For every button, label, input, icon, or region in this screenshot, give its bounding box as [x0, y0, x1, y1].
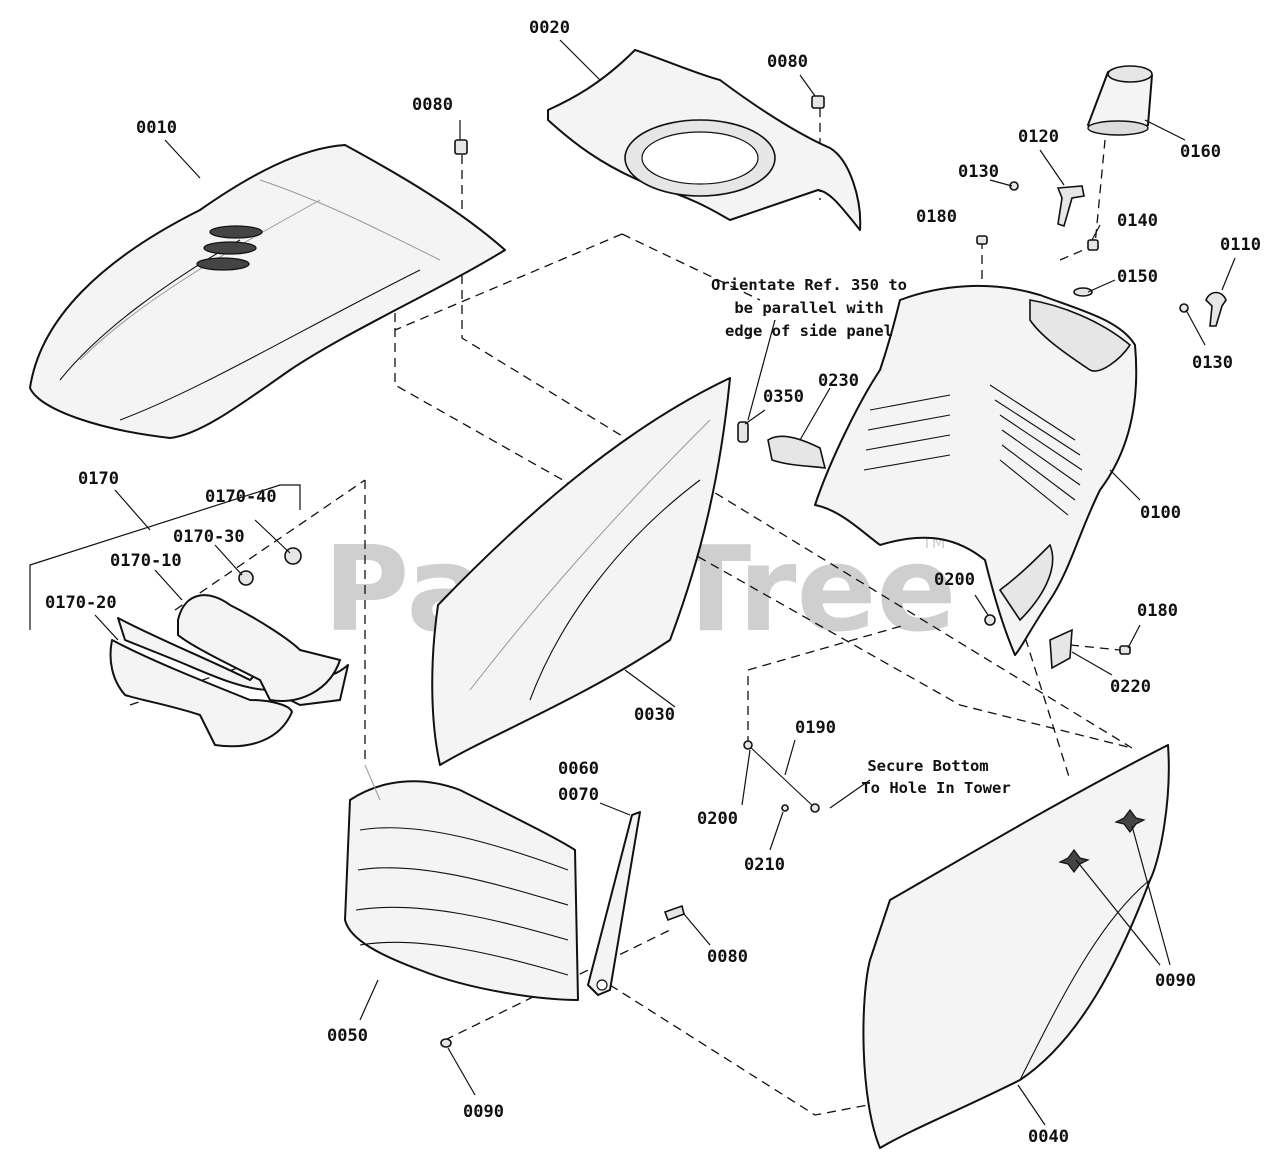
bracket-0060-0070 [587, 811, 685, 996]
callout-0160: 0160 [1180, 142, 1221, 162]
callout-0020: 0020 [529, 18, 570, 38]
callout-0050: 0050 [327, 1026, 368, 1046]
callout-0180-top: 0180 [916, 207, 957, 227]
knob-0110 [1205, 291, 1227, 327]
callout-0150: 0150 [1117, 267, 1158, 287]
callout-0090-right: 0090 [1155, 971, 1196, 991]
callout-0030: 0030 [634, 705, 675, 725]
dash-shroud-0020 [547, 49, 862, 231]
callout-0200-bottom: 0200 [697, 809, 738, 829]
note-secure: Secure Bottom To Hole In Tower [861, 757, 1010, 797]
callout-0140: 0140 [1117, 211, 1158, 231]
callout-0130-right: 0130 [1192, 353, 1233, 373]
callout-0180-right: 0180 [1137, 601, 1178, 621]
note-secure-line-2: To Hole In Tower [861, 779, 1010, 797]
callout-0190: 0190 [795, 718, 836, 738]
headlight-assembly-0170 [29, 484, 349, 748]
side-panel-0040 [862, 744, 1170, 1149]
callout-0040: 0040 [1028, 1127, 1069, 1147]
callout-0200-top: 0200 [934, 570, 975, 590]
hood-top-0010 [29, 144, 506, 439]
callout-0080-bottom: 0080 [707, 947, 748, 967]
knob-0120 [1056, 185, 1085, 228]
note-orientate-line-1: Orientate Ref. 350 to [711, 276, 907, 294]
callout-0170-40: 0170-40 [205, 487, 277, 507]
steering-boot-0160 [1087, 65, 1153, 136]
callout-0170-20: 0170-20 [45, 593, 117, 613]
callout-0210: 0210 [744, 855, 785, 875]
callout-labels: 0010 0020 0030 0040 0050 0060 0070 0080 … [45, 18, 1261, 1147]
side-panel-0030 [431, 377, 731, 766]
front-grille-0050 [344, 764, 579, 1001]
callout-0080-top-right: 0080 [767, 52, 808, 72]
callout-0170-30: 0170-30 [173, 527, 245, 547]
callout-0080-top-left: 0080 [412, 95, 453, 115]
note-orientate-line-3: edge of side panel [725, 322, 893, 340]
dash-tower-0100 [814, 284, 1138, 656]
note-secure-line-1: Secure Bottom [867, 757, 988, 775]
callout-0170-10: 0170-10 [110, 551, 182, 571]
callout-0060: 0060 [558, 759, 599, 779]
note-orientate-line-2: be parallel with [734, 299, 883, 317]
callout-0350: 0350 [763, 387, 804, 407]
callout-0230: 0230 [818, 371, 859, 391]
callout-0130-top: 0130 [958, 162, 999, 182]
callout-0070: 0070 [558, 785, 599, 805]
callout-0090-left: 0090 [463, 1102, 504, 1122]
callout-0170: 0170 [78, 469, 119, 489]
callout-0220: 0220 [1110, 677, 1151, 697]
leader-lines [94, 39, 1236, 1126]
note-orientate: Orientate Ref. 350 to be parallel with e… [711, 276, 907, 340]
callout-0110: 0110 [1220, 235, 1261, 255]
callout-0100: 0100 [1140, 503, 1181, 523]
callout-0120: 0120 [1018, 127, 1059, 147]
callout-0010: 0010 [136, 118, 177, 138]
